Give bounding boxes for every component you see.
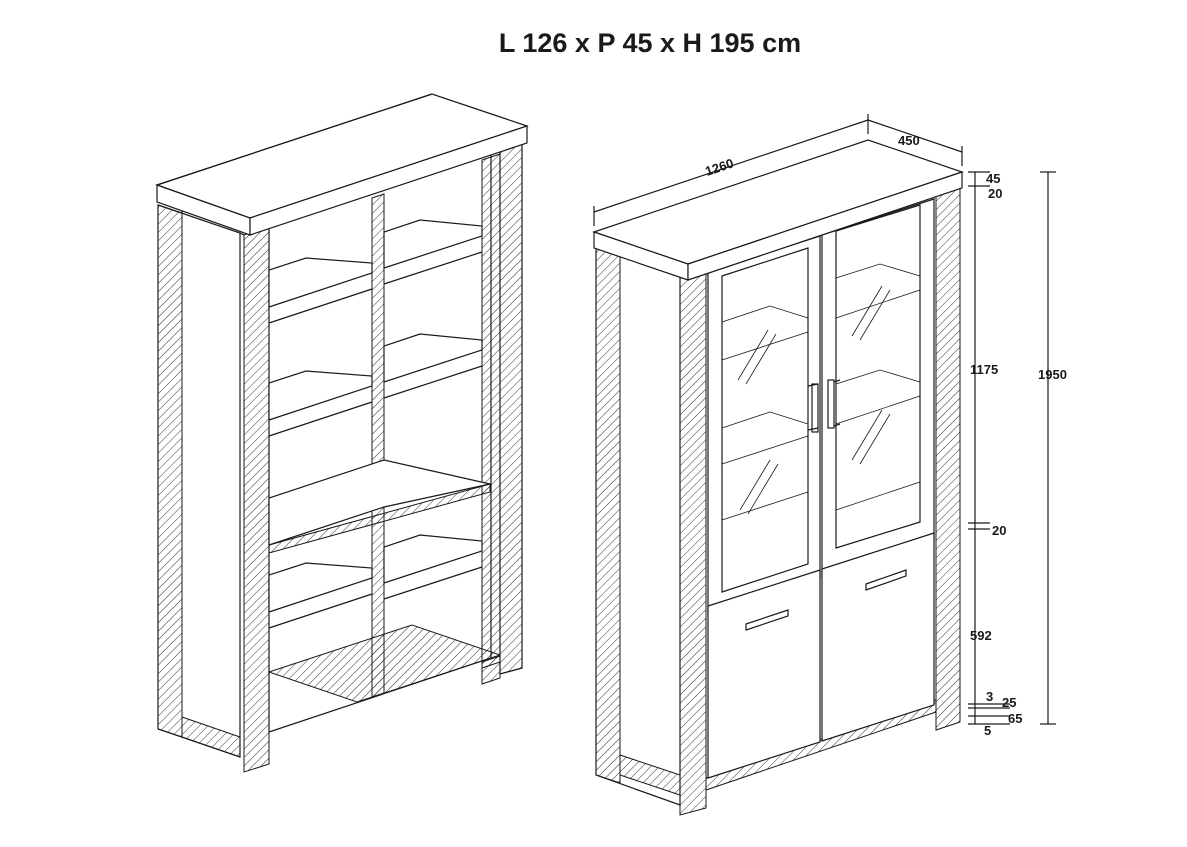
plinth-label: 65 bbox=[1008, 711, 1022, 726]
glass-door-cabinet-drawing bbox=[592, 139, 964, 816]
width-label: 1260 bbox=[703, 155, 735, 178]
dimensions-title: L 126 x P 45 x H 195 cm bbox=[498, 28, 802, 58]
open-cabinet-drawing bbox=[155, 93, 529, 773]
dimension-lines bbox=[593, 114, 1056, 725]
gap-5-label: 5 bbox=[984, 723, 991, 738]
top-gap-label: 20 bbox=[988, 186, 1002, 201]
mid-rail-label: 20 bbox=[992, 523, 1006, 538]
gap-3-label: 3 bbox=[986, 689, 993, 704]
glass-section-label: 1175 bbox=[970, 362, 998, 377]
depth-label: 450 bbox=[898, 133, 920, 148]
lower-section-label: 592 bbox=[970, 628, 992, 643]
total-height-label: 1950 bbox=[1038, 367, 1067, 382]
gap-25-label: 25 bbox=[1002, 695, 1016, 710]
top-thickness-label: 45 bbox=[986, 171, 1000, 186]
